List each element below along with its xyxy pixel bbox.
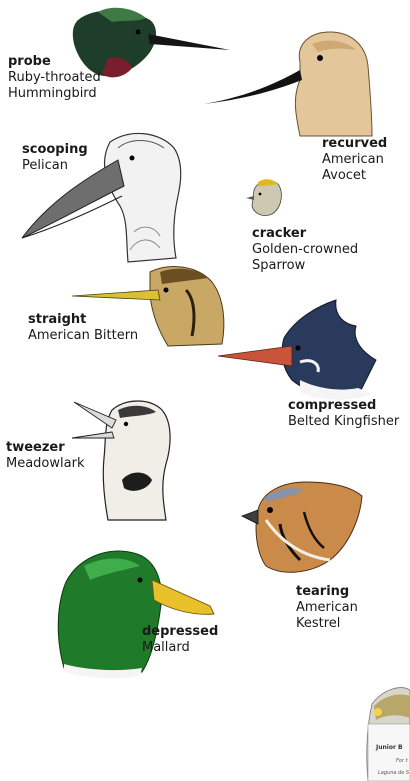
bird-name-sparrow-1: Golden-crowned	[252, 242, 358, 258]
beak-type-recurved: recurved	[322, 136, 387, 152]
beak-type-cracker: cracker	[252, 226, 358, 242]
beak-type-tearing: tearing	[296, 584, 358, 600]
label-meadowlark: tweezer Meadowlark	[6, 440, 84, 472]
bird-name-kingfisher: Belted Kingfisher	[288, 414, 399, 430]
beak-type-tweezer: tweezer	[6, 440, 84, 456]
beak-type-scooping: scooping	[22, 142, 88, 158]
corner-card-title: Junior B	[376, 744, 403, 751]
bird-name-kestrel-1: American	[296, 600, 358, 616]
label-mallard: depressed Mallard	[142, 624, 218, 656]
bird-name-bittern: American Bittern	[28, 328, 138, 344]
beak-type-depressed: depressed	[142, 624, 218, 640]
corner-card-illustration	[367, 688, 410, 781]
beak-type-compressed: compressed	[288, 398, 399, 414]
sparrow-illustration	[246, 179, 281, 215]
label-kestrel: tearing American Kestrel	[296, 584, 358, 632]
label-bittern: straight American Bittern	[28, 312, 138, 344]
label-avocet: recurved American Avocet	[322, 136, 387, 184]
bird-name-sparrow-2: Sparrow	[252, 258, 358, 274]
label-pelican: scooping Pelican	[22, 142, 88, 174]
kingfisher-illustration	[218, 300, 376, 400]
bird-name-kestrel-2: Kestrel	[296, 616, 358, 632]
bird-name-pelican: Pelican	[22, 158, 88, 174]
label-sparrow: cracker Golden-crowned Sparrow	[252, 226, 358, 274]
mallard-illustration	[58, 551, 214, 678]
kestrel-illustration	[242, 482, 362, 572]
beak-type-probe: probe	[8, 54, 101, 70]
bird-name-avocet-1: American	[322, 152, 387, 168]
bird-name-hummingbird-2: Hummingbird	[8, 86, 101, 102]
beak-type-straight: straight	[28, 312, 138, 328]
corner-card-subtitle-2: Laguna de S	[378, 770, 409, 776]
bird-name-hummingbird-1: Ruby-throated	[8, 70, 101, 86]
label-hummingbird: probe Ruby-throated Hummingbird	[8, 54, 101, 102]
meadowlark-illustration	[72, 401, 170, 520]
corner-card-subtitle-1: For t	[396, 758, 408, 764]
avocet-illustration	[204, 32, 372, 136]
label-kingfisher: compressed Belted Kingfisher	[288, 398, 399, 430]
bird-name-meadowlark: Meadowlark	[6, 456, 84, 472]
bird-name-avocet-2: Avocet	[322, 168, 387, 184]
bird-name-mallard: Mallard	[142, 640, 218, 656]
